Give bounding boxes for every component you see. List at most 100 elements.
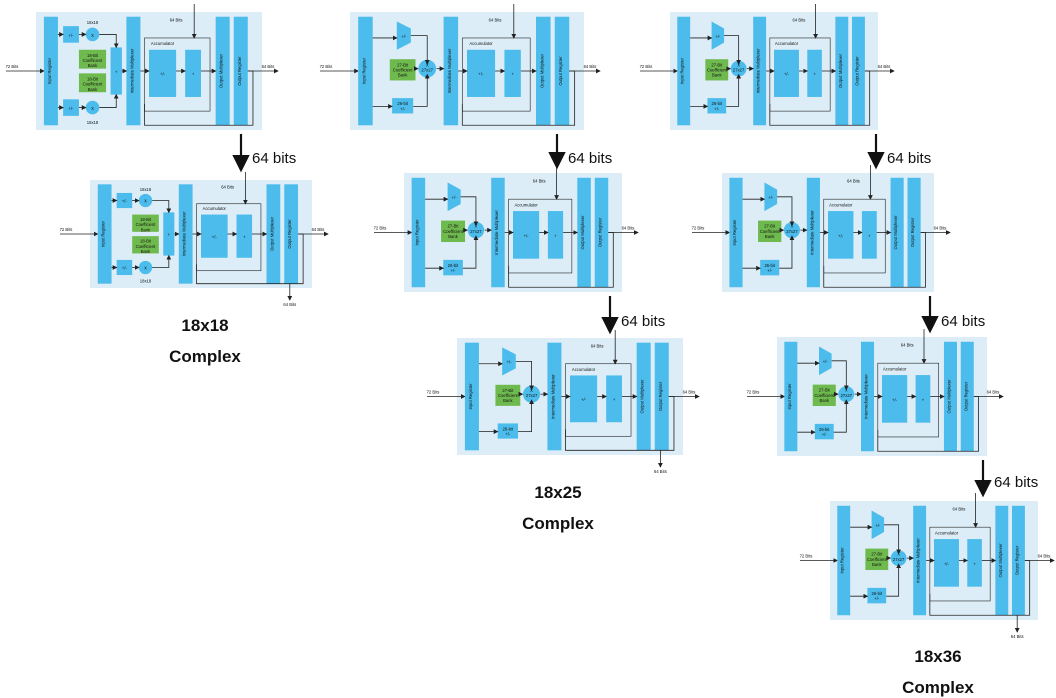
pre-adder-label: +/- xyxy=(506,360,512,365)
coefficient-bank-label: Bank xyxy=(88,63,98,68)
adder-sign: +/- xyxy=(581,397,587,402)
wire xyxy=(508,232,614,288)
wire xyxy=(726,73,742,107)
multiplier-label: X xyxy=(475,224,478,229)
multiplier-27x27 xyxy=(890,550,907,567)
wire xyxy=(724,35,742,65)
adder-26-bit-label: +/- xyxy=(874,596,880,601)
accumulator-label: Accumulator xyxy=(203,206,227,211)
input-register xyxy=(43,16,58,126)
cascade-in-label: 64 Bits xyxy=(793,17,806,22)
cascade-label-5: 64 bits xyxy=(941,313,985,330)
accumulator-frame xyxy=(565,363,632,437)
wire xyxy=(99,93,119,108)
coefficient-bank-label: 18-Bit xyxy=(140,217,152,222)
intermediate-multiplexer-label: Intermediate Multiplexer xyxy=(494,210,499,255)
adder-26-bit-label: +/- xyxy=(714,106,720,111)
input-register-label: Input Register xyxy=(101,220,106,247)
output-register xyxy=(852,16,865,126)
output-multiplexer xyxy=(835,16,849,126)
multiplier-label: 27x27 xyxy=(786,229,798,234)
input-bits-label: 72 Bits xyxy=(640,64,653,69)
intermediate-multiplexer-label: Intermediate Multiplexer xyxy=(809,210,814,255)
adder-sign: + xyxy=(973,561,976,566)
accumulator-adder xyxy=(149,49,177,97)
coefficient-bank xyxy=(865,548,889,571)
wire xyxy=(413,73,430,107)
coefficient-bank-label: Coefficient xyxy=(707,67,728,72)
accumulator-adder xyxy=(934,539,959,587)
adder-sign: +/- xyxy=(892,397,898,402)
wire xyxy=(99,34,119,49)
input-register-label: Input Register xyxy=(840,547,845,574)
coefficient-bank-label: Bank xyxy=(398,73,408,78)
intermediate-multiplexer xyxy=(861,341,875,452)
caption-18x25-line2: Complex xyxy=(522,514,594,533)
multiplier-label: X xyxy=(91,106,94,111)
wire xyxy=(410,35,430,65)
output-register-label: Output Register xyxy=(237,56,242,86)
adder-sign: + xyxy=(813,72,816,77)
input-register xyxy=(464,342,479,451)
mult-size-label: 18x18 xyxy=(140,187,152,192)
pre-adder-label: +/- xyxy=(122,199,128,204)
pre-adder-top xyxy=(116,192,133,209)
coefficient-bank-label: 27-Bit xyxy=(448,224,460,229)
input-register xyxy=(677,16,691,126)
adder-26-bit-label: 26-bit xyxy=(397,101,408,106)
adder-sign: +/- xyxy=(479,72,485,77)
multiplier-label: X xyxy=(845,388,848,393)
accumulator-label: Accumulator xyxy=(829,202,853,207)
accumulator-frame xyxy=(462,37,531,112)
mult-size-label: 18x18 xyxy=(87,20,99,25)
intermediate-multiplexer-label: Intermediate Multiplexer xyxy=(550,374,555,419)
pre-adder xyxy=(711,21,725,50)
pre-adder-label: +/- xyxy=(715,34,721,39)
adder-26-bit-label: 26-bit xyxy=(712,101,723,106)
coefficient-bank-label: Bank xyxy=(712,73,722,78)
output-register-label: Output Register xyxy=(963,381,968,411)
caption-18x18-line1: 18x18 xyxy=(181,316,228,335)
cascade-in-label: 64 Bits xyxy=(847,179,860,184)
coefficient-bank-label: 27-Bit xyxy=(764,224,776,229)
coefficient-bank-label: 18-Bit xyxy=(87,53,99,58)
output-bits-label: 64 Bits xyxy=(584,64,597,69)
intermediate-multiplexer-label: Intermediate Multiplexer xyxy=(182,211,187,256)
coefficient-bank-label: Bank xyxy=(872,562,882,567)
coefficient-bank-label: 27-Bit xyxy=(871,552,883,557)
output-register-label: Output Register xyxy=(558,56,563,86)
coefficient-bank-label: Coefficient xyxy=(498,393,519,398)
adder-sign: +/- xyxy=(838,233,844,238)
output-register-label: Output Register xyxy=(1014,545,1019,575)
cascade-label-6: 64 bits xyxy=(994,474,1038,491)
adder-sign: +/- xyxy=(944,561,950,566)
pre-adder-bottom xyxy=(63,99,79,116)
multiplier-label: X xyxy=(897,552,900,557)
adder-sign: + xyxy=(868,233,871,238)
accumulator-frame xyxy=(508,198,573,274)
wire xyxy=(929,560,1031,616)
cascade-out-label: 64 Bits xyxy=(283,302,296,307)
accumulator-frame xyxy=(769,37,831,112)
output-register xyxy=(1012,505,1025,616)
output-multiplexer-label: Output Multiplexer xyxy=(539,53,544,88)
accumulator-reg xyxy=(967,539,982,587)
output-register xyxy=(233,16,248,126)
output-bits-label: 64 Bits xyxy=(312,227,325,232)
output-register-label: Output Register xyxy=(658,381,663,411)
input-register-label: Input Register xyxy=(680,57,685,84)
adder-26-bit-label: +/- xyxy=(767,268,773,273)
intermediate-multiplexer xyxy=(806,177,820,288)
adder-sign: +/- xyxy=(160,72,166,77)
pre-adder xyxy=(819,346,832,376)
output-multiplexer-label: Output Multiplexer xyxy=(893,215,898,250)
output-multiplexer xyxy=(943,341,957,452)
cascade-label-1: 64 bits xyxy=(252,150,296,167)
input-register-label: Input Register xyxy=(732,219,737,246)
intermediate-multiplexer xyxy=(547,342,562,451)
coefficient-bank-bottom xyxy=(78,73,107,93)
